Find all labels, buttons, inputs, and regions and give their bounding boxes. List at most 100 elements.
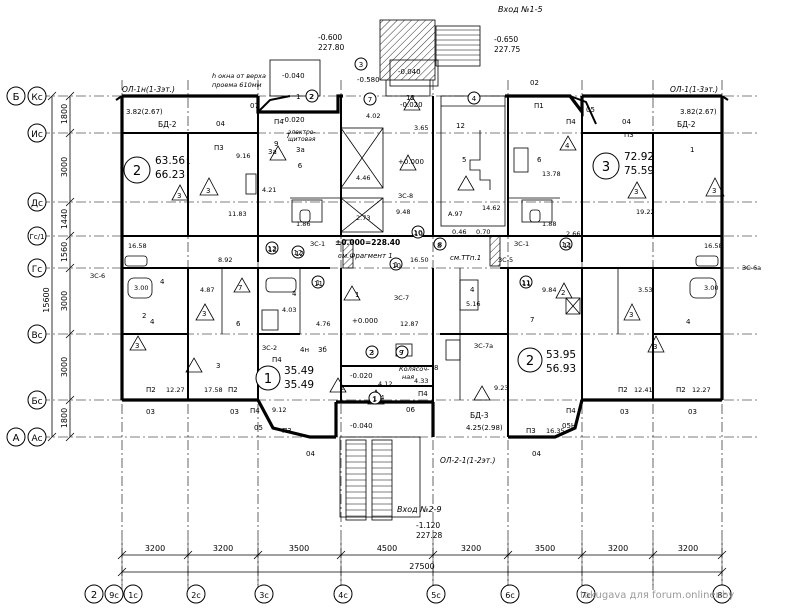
room-area: 12.87 [400,320,419,328]
dim-value: 3200 [678,544,698,553]
room-number: 12 [268,246,277,254]
dim-value: 3200 [213,544,233,553]
room-area: 0.46 [452,228,466,236]
room-number: 9 [274,140,278,148]
window-mark: П3 [624,131,634,139]
room-area: 19.22 [636,208,655,216]
room-number: 12 [406,94,415,102]
room-number: 3 [202,310,206,318]
dim-value: 1560 [60,242,69,262]
apartment-number: 3 [602,160,610,175]
window-mark: 03 [146,408,155,416]
room-area: 12.41 [634,386,653,394]
apartment-area: 53.95 [546,349,576,361]
room-number: 5 [462,156,466,164]
window-marks: 07 04 02 П1 05 04 03 03 05 04 06 04 05Н … [146,79,697,458]
room-area: 16.35 [546,427,565,435]
room-number: 3 [653,343,657,351]
room-number: 4 [160,278,165,286]
room-number: 8 [434,364,438,372]
tag-label: 1 [316,279,320,287]
left-axis-bubbles: Б Кс Ис Дс Гс/1 Гс Вс Бс А Ас [6,86,47,447]
room-numbers: 1 3 3 1 2 3а 9 12 5 6 4 12 3 3 1 3 4 7 2… [135,93,716,404]
window-mark: 03 [230,408,239,416]
window-mark: П1 [534,102,544,110]
room-number: 2 [142,312,146,320]
level-mark: -0.580 [357,76,380,84]
window-mark: П2 [618,386,628,394]
bottom-dimension-values: 3200 3200 3500 4500 3200 3500 3200 3200 … [145,544,698,571]
mark-bd: БД-2 [677,120,696,129]
axis-label: 2с [191,591,201,600]
room-number: 12 [456,122,465,130]
room-number: 11 [563,242,572,250]
room-number: 3 [216,362,220,370]
level-mark: -0.650 [494,35,518,44]
level-main: ±0.000=228.40 [335,238,400,247]
top-stairs [436,29,480,61]
room-area: 4.12 [378,380,392,388]
axis-label: Бс [31,397,42,407]
window-mark: П2 [676,386,686,394]
dim-tick [65,128,75,138]
window-mark: 07 [250,102,259,110]
window-mark: 03 [688,408,697,416]
room-number: 3 [206,187,210,195]
dim-tick [65,91,75,101]
apartment-number: 1 [264,372,272,387]
window-mark: 04 [306,450,315,458]
room-number: 4 [150,318,155,326]
outer-walls [115,94,729,439]
room-area: 1.88 [542,220,556,228]
dim-value: 1440 [60,209,69,229]
level-mark: +0.000 [352,317,378,325]
room-number: 10 [392,262,401,270]
room-area: 4.21 [262,186,276,194]
apartment-area: 56.93 [546,363,576,375]
mark-ol: ОЛ-2-1(1-2эт.) [440,456,496,465]
room-number: 2 [369,349,373,357]
room-number: 3б [318,346,327,354]
window-mark: 06 [406,406,415,414]
room-number: 3а [268,148,277,156]
fragment-note: см.Фрагмент 1 [338,252,393,260]
tag-label: 3 [370,349,374,357]
window-mark: П3 [526,427,536,435]
dim-value: 3500 [535,544,555,553]
room-area: 9.12 [272,406,286,414]
room-area: 11.83 [228,210,247,218]
room-number: 4 [565,142,570,150]
level-mark: -0.020 [350,372,373,380]
axis-label: Вс [31,331,42,341]
watermark: tokugava для forum.onliner.by [580,590,734,601]
axis-label: 6с [505,591,515,600]
dim-tick [65,231,75,241]
level-mark: -0.020 [282,116,305,124]
room-area: 13.78 [542,170,561,178]
dim-tick [47,432,57,442]
bottom-dimension-chain [117,540,727,585]
room-area: 4.33 [414,377,428,385]
dim-tick [717,567,727,577]
room-area: 9.23 [494,384,508,392]
axis-label: Гс/1 [30,233,45,241]
tag-label: 12 [268,245,277,253]
level-labels: Вход №1-5 Вход №2-9 -0.600 227.80 -0.650… [282,5,543,540]
room-area: 16.58 [128,242,147,250]
room-area: 17.58 [204,386,223,394]
room-area: 16.50 [410,256,429,264]
room-number: 7 [530,316,534,324]
room-number: 6 [236,320,241,328]
axis-label: 5с [431,591,441,600]
room-area: 4.46 [356,174,370,182]
room-number: 2 [340,384,344,392]
room-name: электро- [288,129,316,136]
room-number: 1 [690,146,694,154]
room-area: 5.16 [466,300,480,308]
apartment-area: 35.49 [284,365,314,377]
room-number: 11 [522,280,531,288]
axis-label: Б [13,92,20,103]
axis-label: Гс [32,265,42,275]
room-name: ная [402,373,414,381]
room-area: 1.86 [296,220,310,228]
